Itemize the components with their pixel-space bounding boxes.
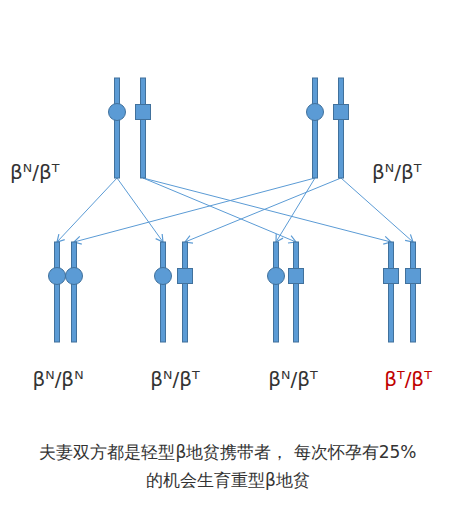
chromosome-bar	[55, 242, 60, 342]
inheritance-arrow	[74, 178, 315, 242]
chromosome-bar	[389, 242, 394, 342]
inheritance-arrow	[117, 178, 163, 242]
genotype-label: βᴺ/βᵀ	[150, 367, 199, 391]
genotype-label: βᴺ/βᴺ	[32, 367, 83, 391]
chromosome-bar	[183, 242, 188, 342]
chromosome-bar	[72, 242, 77, 342]
chromosome-pair	[379, 242, 425, 342]
inheritance-arrow	[143, 178, 391, 242]
normal-gene-marker	[307, 104, 324, 121]
genotype-node: βᴺ/βᵀ	[105, 78, 155, 178]
genotype-node: βᴺ/βᵀ	[151, 242, 197, 342]
chromosome-bar	[411, 242, 416, 342]
inheritance-arrow	[341, 178, 413, 242]
chromosome-pair	[264, 242, 308, 342]
genotype-label: βᴺ/βᵀ	[10, 160, 59, 184]
normal-gene-marker	[268, 268, 285, 285]
diagram-caption: 夫妻双方都是轻型β地贫携带者， 每次怀孕有25%的机会生育重型β地贫	[38, 438, 418, 494]
genotype-label: βᴺ/βᵀ	[268, 367, 317, 391]
chromosome-pair	[105, 78, 155, 178]
chromosome-bar	[313, 78, 318, 178]
chromosome-bar	[339, 78, 344, 178]
mutant-gene-marker	[406, 269, 421, 284]
chromosome-bar	[274, 242, 279, 342]
chromosome-bar	[161, 242, 166, 342]
genotype-label: βᵀ/βᵀ	[384, 367, 432, 391]
chromosome-pair	[303, 78, 353, 178]
mutant-gene-marker	[178, 269, 193, 284]
mutant-gene-marker	[334, 105, 349, 120]
inheritance-arrow	[185, 178, 341, 242]
chromosome-pair	[45, 242, 85, 342]
genotype-node: βᴺ/βᵀ	[264, 242, 308, 342]
mutant-gene-marker	[384, 269, 399, 284]
genotype-node: βᴺ/βᵀ	[303, 78, 353, 178]
inheritance-arrow	[143, 178, 296, 242]
normal-gene-marker	[66, 268, 83, 285]
normal-gene-marker	[49, 268, 66, 285]
mutant-gene-marker	[136, 105, 151, 120]
chromosome-bar	[294, 242, 299, 342]
chromosome-bar	[115, 78, 120, 178]
inheritance-arrow	[276, 178, 315, 242]
normal-gene-marker	[109, 104, 126, 121]
chromosome-pair	[151, 242, 197, 342]
normal-gene-marker	[155, 268, 172, 285]
genotype-node: βᴺ/βᴺ	[45, 242, 85, 342]
mutant-gene-marker	[289, 269, 304, 284]
genotype-label: βᴺ/βᵀ	[372, 160, 421, 184]
inheritance-arrow	[57, 178, 117, 242]
chromosome-bar	[141, 78, 146, 178]
genotype-node: βᵀ/βᵀ	[379, 242, 425, 342]
